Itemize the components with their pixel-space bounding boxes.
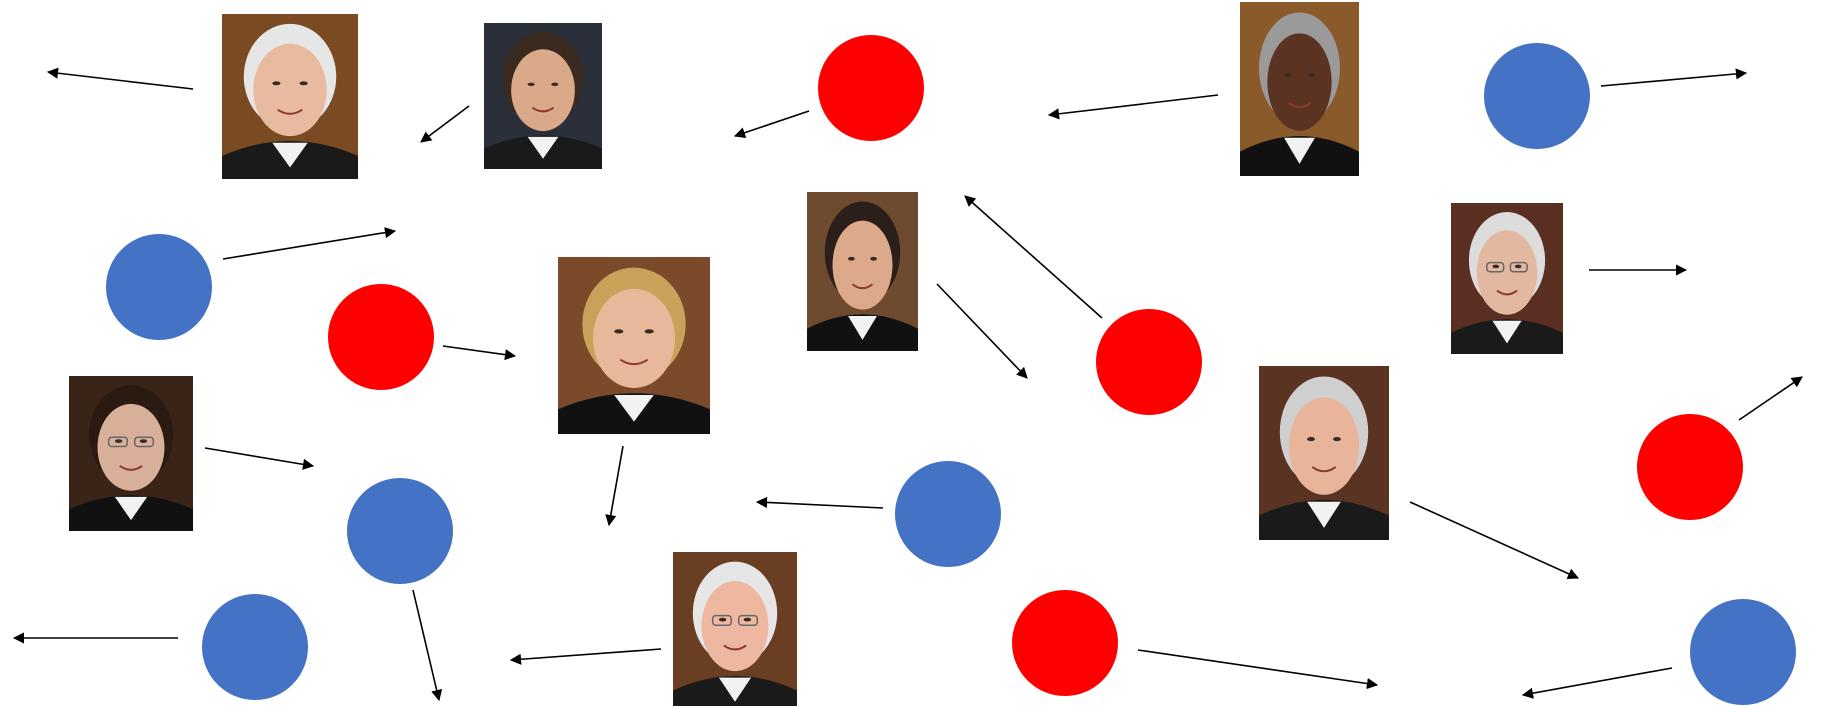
arrow-14 <box>1738 376 1803 421</box>
arrow-7 <box>442 345 517 361</box>
arrow-20 <box>1521 667 1673 699</box>
arrow-2 <box>420 105 470 143</box>
arrow-1 <box>46 67 194 90</box>
arrows-layer <box>12 67 1803 702</box>
blue-circle-7 <box>347 478 453 584</box>
arrow-12 <box>605 445 624 527</box>
arrow-4 <box>1047 94 1219 120</box>
blue-circle-8 <box>895 461 1001 567</box>
bald-man-portrait-icon <box>1259 366 1389 540</box>
blue-circle-3 <box>106 234 212 340</box>
glasses-man-portrait-icon <box>673 552 797 706</box>
red-circle-10 <box>1012 590 1118 696</box>
arrow-10 <box>936 283 1028 379</box>
arrow-17 <box>412 589 443 702</box>
arrow-15 <box>1409 501 1580 579</box>
red-circle-4 <box>328 284 434 390</box>
red-circle-1 <box>818 35 924 141</box>
red-circle-5 <box>1096 309 1202 415</box>
arrow-5 <box>1600 68 1748 87</box>
blue-circle-11 <box>1690 599 1796 705</box>
arrow-11 <box>204 447 315 470</box>
arrow-18 <box>509 648 662 665</box>
arrow-6 <box>222 227 397 260</box>
blue-circle-9 <box>202 594 308 700</box>
woman-with-glasses-portrait-icon <box>69 376 193 531</box>
blue-circle-2 <box>1484 43 1590 149</box>
gray-haired-man-portrait-icon <box>1240 2 1359 176</box>
arrow-9 <box>964 195 1103 319</box>
arrow-19 <box>1137 649 1379 690</box>
arrow-3 <box>733 110 810 139</box>
dark-haired-man-portrait-icon <box>484 23 602 169</box>
blond-woman-portrait-icon <box>558 257 710 434</box>
white-haired-man-portrait-icon <box>222 14 358 179</box>
arrow-13 <box>755 496 884 509</box>
dark-haired-man-portrait-icon <box>807 192 918 351</box>
portraits-layer <box>69 2 1563 706</box>
red-circle-6 <box>1637 414 1743 520</box>
glasses-man-portrait-icon <box>1451 203 1563 354</box>
circles-layer <box>106 35 1796 705</box>
